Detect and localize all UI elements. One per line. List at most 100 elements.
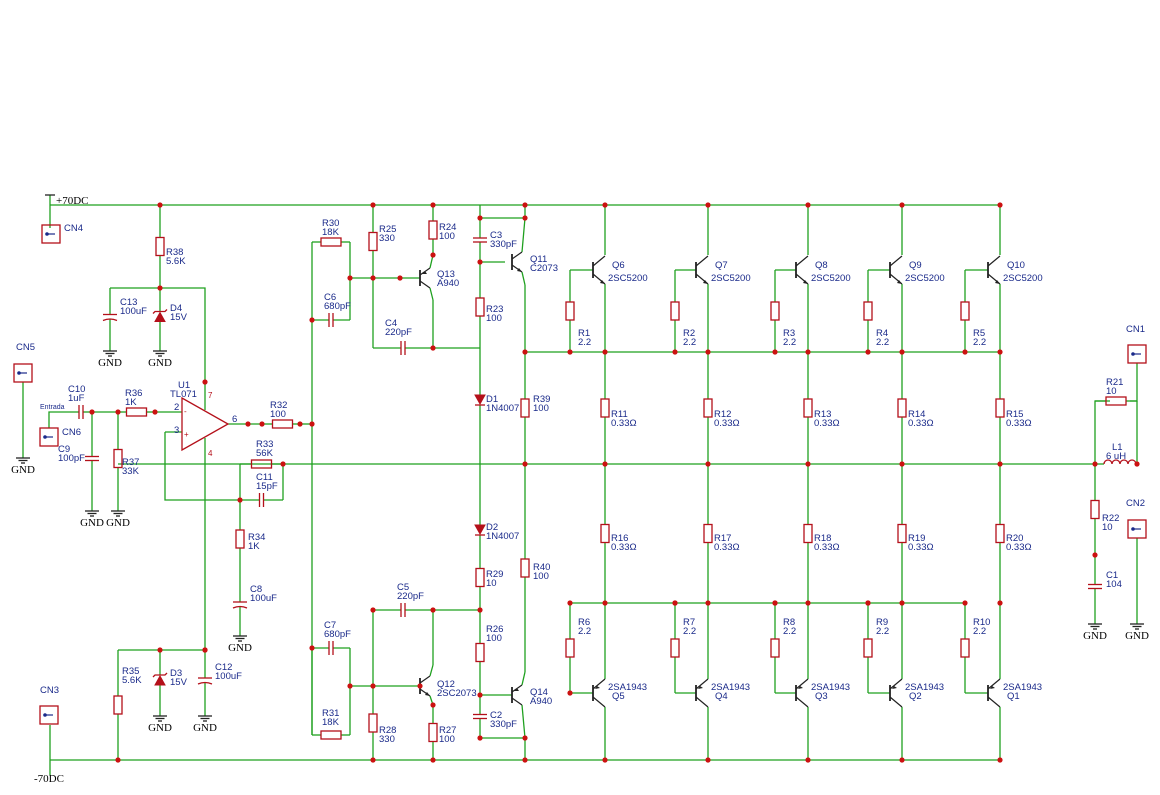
resistor-base-bottom-ref: R10	[973, 617, 990, 628]
capacitor-c12-ref: C12	[215, 662, 232, 673]
resistor-r37-ref: R37	[122, 457, 139, 468]
junction-dot	[157, 202, 163, 208]
zener-d3	[154, 674, 166, 686]
resistor-emitter-bottom-ref: R16	[611, 533, 628, 544]
resistor-r22	[1090, 499, 1100, 520]
transistor-part: 2SA1943	[711, 682, 750, 693]
resistor-emitter-top-value: 0.33Ω	[1006, 418, 1032, 429]
transistor-arrow	[995, 280, 1000, 284]
capacitor-c10-value: 1uF	[68, 393, 85, 404]
zener-d4-value: 15V	[170, 312, 188, 323]
transistor-collector	[592, 696, 606, 708]
junction-dot	[705, 349, 711, 355]
junction-dot	[397, 275, 403, 281]
junction-dot	[602, 600, 608, 606]
resistor-base-bottom	[960, 638, 970, 658]
opamp-u1	[181, 396, 230, 452]
resistor-r23-value: 100	[486, 313, 502, 324]
resistor-r26-ref: R26	[486, 624, 503, 635]
resistor-r25-ref: R25	[379, 224, 396, 235]
capacitor-c5-value: 220pF	[397, 591, 424, 602]
resistor-r27-ref: R27	[439, 725, 456, 736]
connector-cn6-label: CN6	[62, 427, 81, 438]
resistor-base-top-ref: R1	[578, 328, 590, 339]
junction-dot	[865, 600, 871, 606]
gnd-label: GND	[106, 517, 130, 529]
resistor-r22-value: 10	[1102, 522, 1113, 533]
transistor-ref: Q8	[815, 260, 828, 271]
negative-rail-label: -70DC	[34, 773, 64, 785]
resistor-base-bottom-value: 2.2	[876, 626, 889, 637]
resistor-r40-value: 100	[533, 571, 549, 582]
junction-dot	[522, 461, 528, 467]
transistor-q14-arrow	[514, 688, 519, 691]
junction-dot	[899, 349, 905, 355]
junction-dot	[602, 202, 608, 208]
resistor-base-bottom	[770, 638, 780, 658]
capacitor-c5-ref: C5	[397, 582, 409, 593]
resistor-r32-ref: R32	[270, 400, 287, 411]
junction-dot	[1092, 552, 1098, 558]
junction-dot	[899, 461, 905, 467]
transistor-arrow	[892, 686, 897, 689]
transistor-part: 2SC5200	[811, 273, 851, 284]
resistor-r24-ref: R24	[439, 222, 456, 233]
gnd-label: GND	[193, 722, 217, 734]
connector-cn5-label: CN5	[16, 342, 35, 353]
resistor-r39-ref: R39	[533, 394, 550, 405]
transistor-collector	[889, 255, 903, 267]
capacitor-c2-value: 330pF	[490, 719, 517, 730]
transistor-q12-arrow	[425, 692, 430, 696]
connector-cn1-label: CN1	[1126, 324, 1145, 335]
transistor-part: 2SA1943	[905, 682, 944, 693]
resistor-emitter-top-ref: R11	[611, 409, 628, 420]
resistor-emitter-top-ref: R13	[814, 409, 831, 420]
transistor-ref: Q1	[1007, 691, 1020, 702]
transistor-collector	[695, 696, 709, 708]
transistor-part: 2SC5200	[608, 273, 648, 284]
transistor-collector	[592, 255, 606, 267]
transistor-ref: Q9	[909, 260, 922, 271]
wire	[1130, 363, 1138, 402]
transistor-arrow	[600, 280, 605, 284]
wires	[22, 195, 1138, 775]
capacitor-c13-ref: C13	[120, 297, 137, 308]
resistor-r37-value: 33K	[122, 466, 140, 477]
capacitor-c1-value: 104	[1106, 579, 1122, 590]
resistor-base-bottom-ref: R8	[783, 617, 795, 628]
resistor-base-bottom	[565, 638, 575, 658]
components	[13, 194, 1147, 743]
wire	[48, 411, 70, 428]
resistor-emitter-top-ref: R14	[908, 409, 925, 420]
opamp-pin4: 4	[208, 449, 213, 458]
resistor-r28-ref: R28	[379, 725, 396, 736]
resistor-emitter-top	[600, 398, 610, 418]
resistor-base-top-value: 2.2	[783, 337, 796, 348]
zener-d4-ref: D4	[170, 303, 182, 314]
resistor-base-top-value: 2.2	[683, 337, 696, 348]
transistor-part: 2SC5200	[1003, 273, 1043, 284]
junction-dot	[705, 757, 711, 763]
resistor-r35-value: 5.6K	[122, 675, 142, 686]
transistor-collector	[795, 255, 809, 267]
diode-d1	[474, 394, 486, 406]
resistor-r23-ref: R23	[486, 304, 503, 315]
junction-dot	[152, 409, 158, 415]
junction-dot	[567, 600, 573, 606]
resistor-base-bottom-value: 2.2	[578, 626, 591, 637]
capacitor-c6-value: 680pF	[324, 301, 351, 312]
capacitor-c9-value: 100pF	[58, 453, 85, 464]
transistor-part: 2SA1943	[608, 682, 647, 693]
inductor-l1-ref: L1	[1112, 442, 1123, 453]
gnd-label: GND	[148, 357, 172, 369]
capacitor-c7-value: 680pF	[324, 629, 351, 640]
junction-dot	[417, 683, 423, 689]
opamp-ref: U1	[178, 380, 190, 391]
connector-cn1	[1127, 344, 1147, 364]
connector-cn2-label: CN2	[1126, 498, 1145, 509]
junction-dot	[430, 252, 436, 258]
junction-dot	[370, 683, 376, 689]
resistor-base-bottom-ref: R6	[578, 617, 590, 628]
transistor-q12-collector	[419, 675, 431, 684]
